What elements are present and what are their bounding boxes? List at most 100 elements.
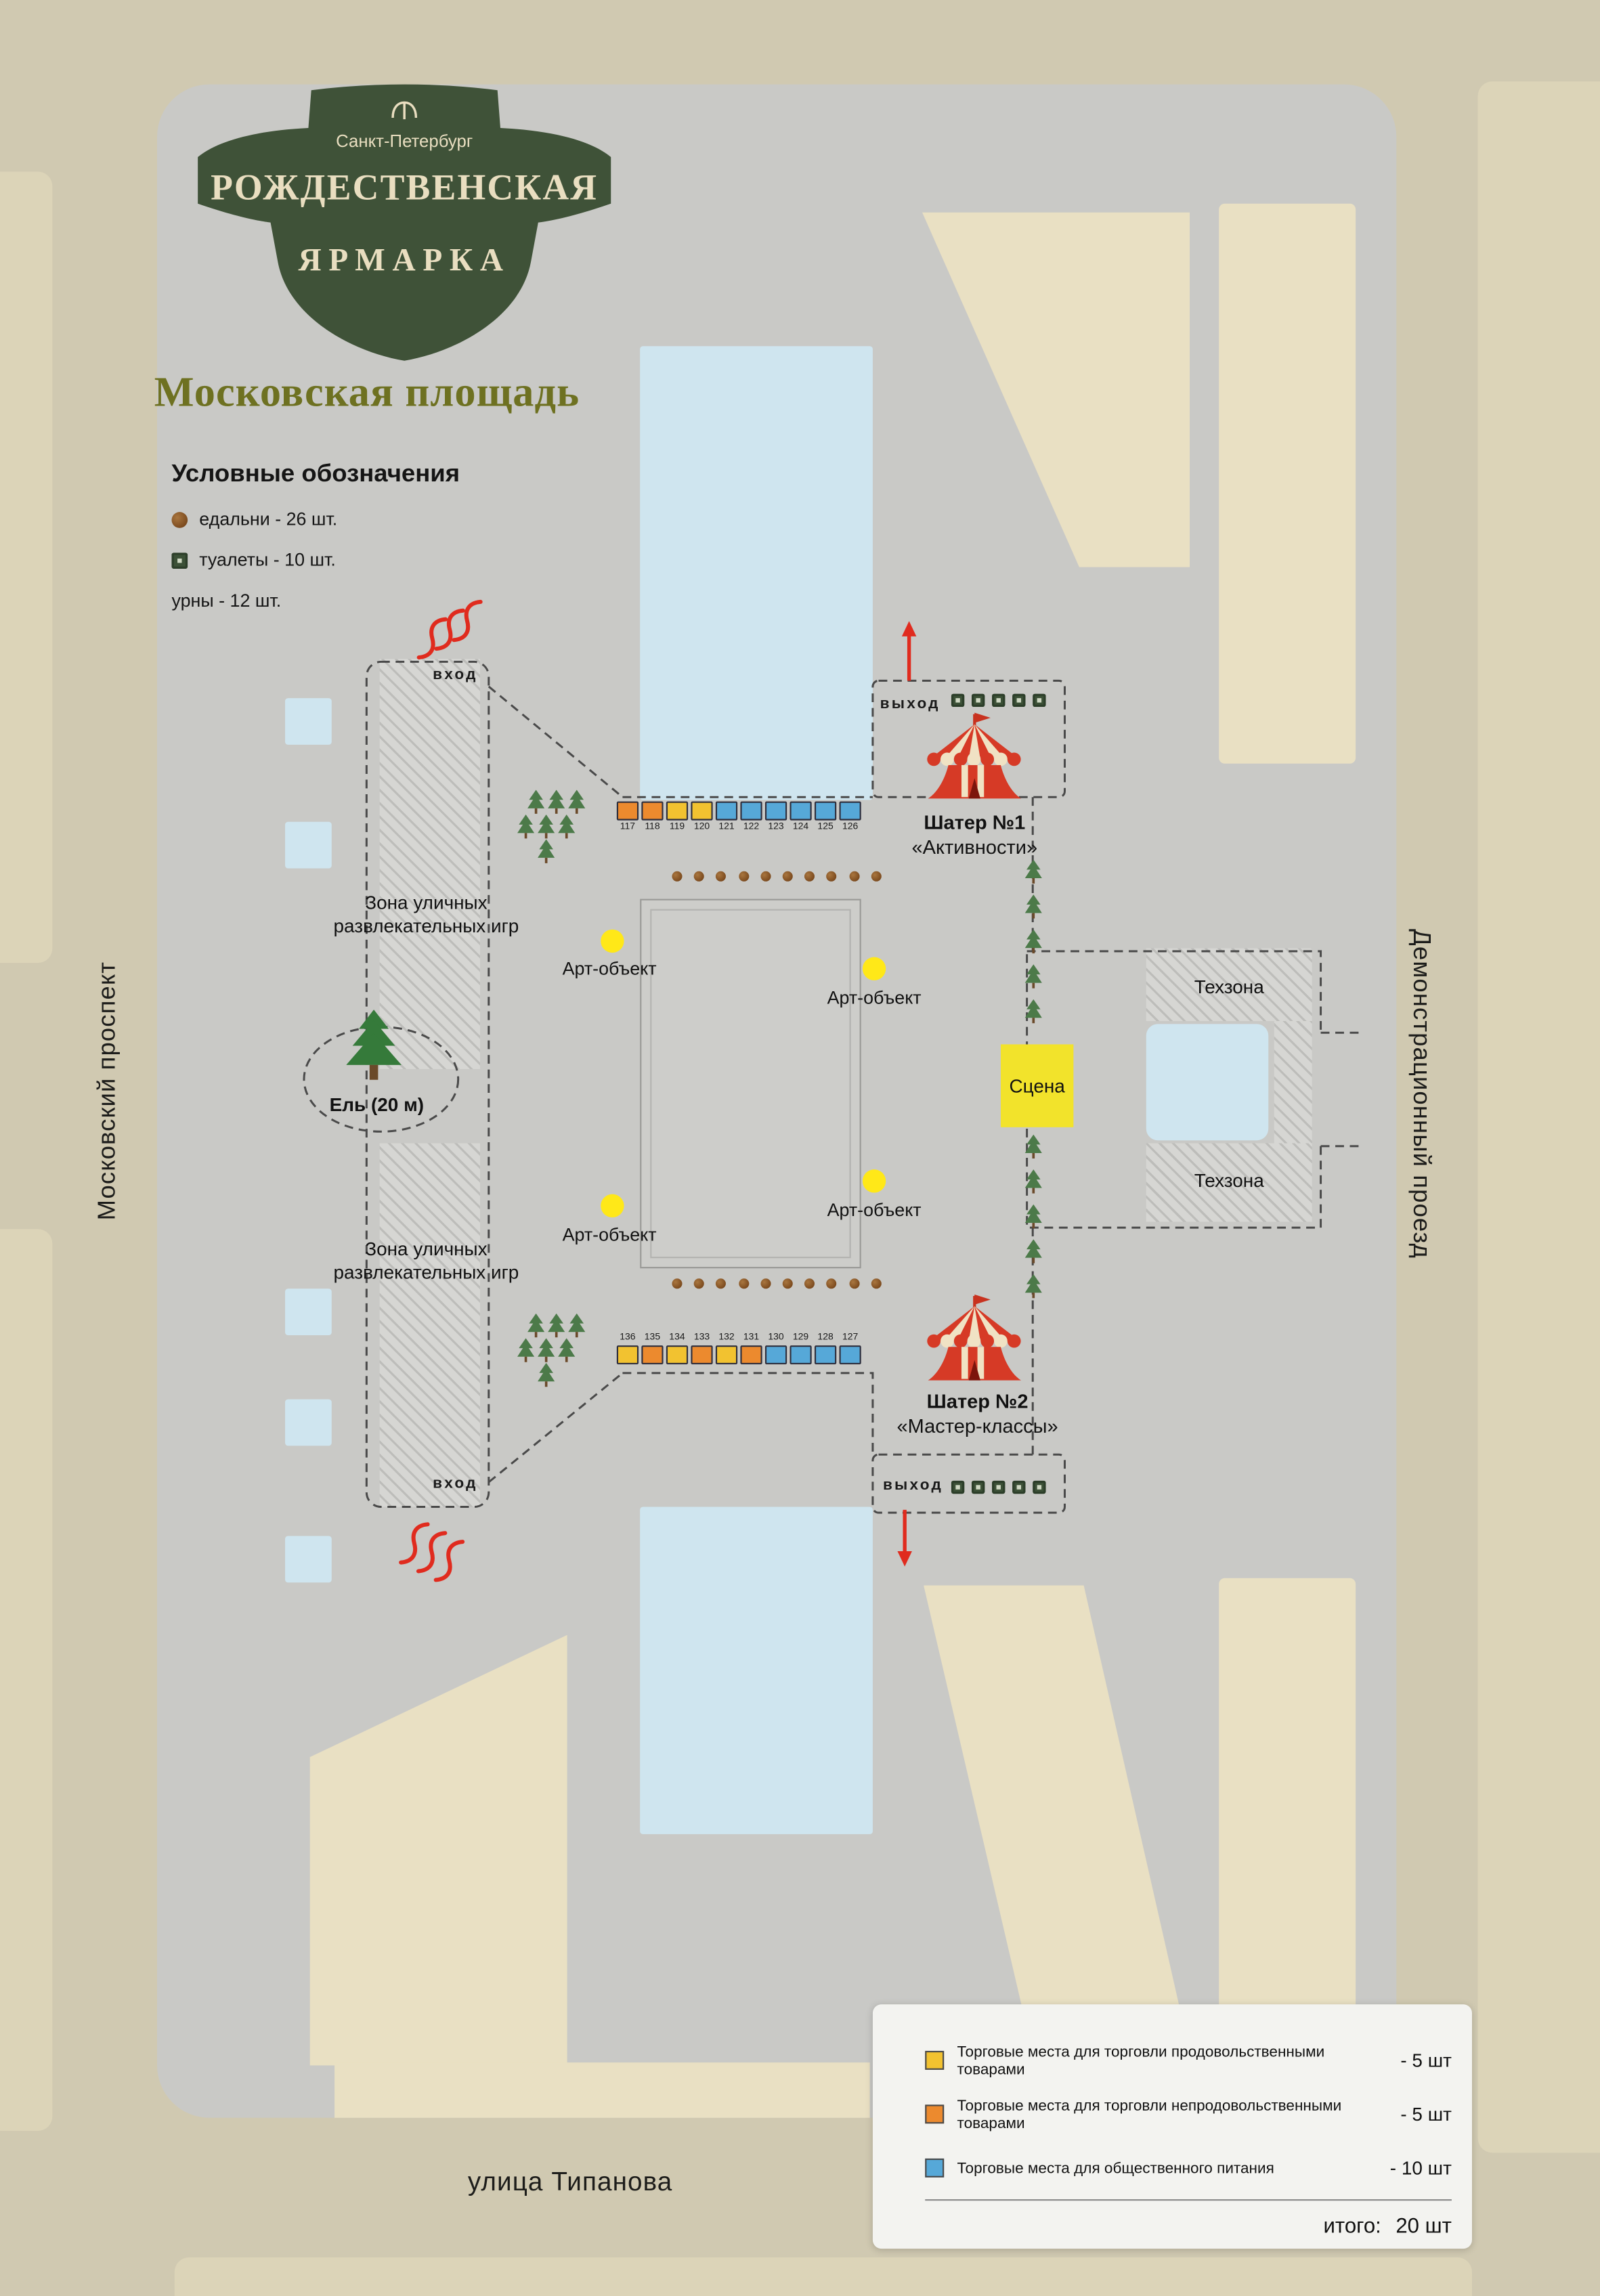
fir-tree-icon <box>547 789 566 815</box>
fir-tree-icon <box>557 814 576 840</box>
stall-square <box>715 1345 738 1365</box>
art-object-2-label: Арт-объект <box>827 987 922 1008</box>
entrance-label-top: вход <box>433 666 478 684</box>
stall-square <box>814 801 837 821</box>
stall-square <box>641 1345 664 1365</box>
trade-legend-count: - 10 шт <box>1389 2157 1452 2180</box>
entrance-flow-arrows-top <box>416 599 483 659</box>
fir-tree-icon <box>1024 929 1043 955</box>
pond-small-2 <box>285 821 332 869</box>
stall-number: 121 <box>718 821 735 832</box>
sidewalk-block-left-top <box>0 171 53 963</box>
toilet-icon <box>171 552 188 568</box>
fir-tree-icon <box>1024 1239 1043 1264</box>
tent-2-icon <box>927 1294 1022 1381</box>
pond-small-5 <box>285 1536 332 1583</box>
food-stand-icon <box>782 1278 793 1289</box>
tent-1-label-line2: «Активности» <box>911 836 1038 859</box>
divider <box>925 2199 1452 2201</box>
fir-tree-icon <box>1024 1134 1043 1160</box>
logo-badge-shape <box>198 84 611 361</box>
tech-zone-2-label: Техзона <box>1194 1169 1264 1192</box>
building-area-bottom-center <box>334 2062 870 2118</box>
stall-number: 132 <box>718 1332 735 1343</box>
stall-126: 126 <box>839 801 861 835</box>
legend-item-food-stands: едальни - 26 шт. <box>171 509 337 529</box>
trade-legend-total: итого: 20 шт <box>873 2201 1472 2238</box>
stall-number: 136 <box>620 1332 636 1343</box>
legend-item-label: урны - 12 шт. <box>171 590 282 611</box>
legend-title: Условные обозначения <box>171 459 460 488</box>
stall-number: 118 <box>645 821 660 832</box>
entrance-label-bottom: вход <box>433 1475 478 1493</box>
stall-number: 127 <box>842 1332 859 1343</box>
tent-2-label-line2: «Мастер-классы» <box>896 1415 1058 1437</box>
toilet-icon <box>951 693 965 708</box>
stall-number: 126 <box>842 821 859 832</box>
stall-number: 129 <box>792 1332 809 1343</box>
plaza-inner-outline <box>650 909 851 1259</box>
toilet-icon <box>992 1480 1006 1494</box>
toilet-icon <box>1012 693 1026 708</box>
trade-legend-label: Торговые места для общественного питания <box>957 2159 1274 2177</box>
food-stand-icon <box>848 1278 859 1289</box>
stall-123: 123 <box>764 801 787 835</box>
art-object-4 <box>601 1194 624 1218</box>
art-object-4-label: Арт-объект <box>562 1224 657 1245</box>
food-stand-icon <box>804 871 815 882</box>
fir-tree-icon <box>527 1313 546 1339</box>
fir-tree-icon <box>567 1313 586 1339</box>
food-stand-icon <box>782 871 793 882</box>
toilet-icon <box>1012 1480 1026 1494</box>
trade-legend-count: - 5 шт <box>1400 2049 1452 2072</box>
sidewalk-block-right <box>1477 81 1600 2153</box>
stall-number: 128 <box>817 1332 834 1343</box>
spruce-label: Ель (20 м) <box>329 1093 425 1116</box>
stall-136: 136 <box>616 1331 639 1365</box>
stall-square <box>666 801 689 821</box>
food-stand-icon <box>827 871 838 882</box>
stall-square <box>740 1345 762 1365</box>
fir-tree-icon <box>537 1362 556 1388</box>
pond-small-3 <box>285 1288 332 1336</box>
food-stand-icon <box>694 1278 705 1289</box>
building-area-right-bottom <box>1219 1578 1356 2066</box>
pond-right <box>1146 1024 1269 1141</box>
trade-legend-label: Торговые места для торговли непродовольс… <box>957 2096 1342 2132</box>
stall-square <box>691 801 713 821</box>
food-stand-icon <box>871 1278 882 1289</box>
stall-square <box>715 801 738 821</box>
exit-arrow-top <box>901 621 917 681</box>
stall-number: 124 <box>792 821 809 832</box>
food-stand-icon <box>760 1278 771 1289</box>
tent-1-label-line1: Шатер №1 <box>924 811 1026 833</box>
fir-tree-icon <box>1024 1204 1043 1230</box>
stall-square <box>616 1345 639 1365</box>
fir-tree-icon <box>557 1338 576 1363</box>
stage: Сцена <box>1000 1044 1074 1127</box>
stall-124: 124 <box>790 801 812 835</box>
legend-item-bins: урны - 12 шт. <box>171 590 281 611</box>
sidewalk-block-left-bottom <box>0 1229 53 2131</box>
stall-square <box>691 1345 713 1365</box>
total-value: 20 шт <box>1396 2215 1452 2239</box>
logo-city: Санкт-Петербург <box>336 132 473 151</box>
stall-134: 134 <box>666 1331 689 1365</box>
stall-color-swatch <box>925 2158 945 2178</box>
fir-tree-icon <box>537 839 556 865</box>
stall-129: 129 <box>790 1331 812 1365</box>
food-stand-icon <box>716 871 727 882</box>
fir-tree-icon <box>537 1338 556 1363</box>
stall-135: 135 <box>641 1331 664 1365</box>
food-stand-icon <box>716 1278 727 1289</box>
art-object-3 <box>862 1169 886 1193</box>
stall-number: 134 <box>669 1332 685 1343</box>
trade-legend-row: Торговые места для торговли непродовольс… <box>873 2087 1472 2141</box>
stall-130: 130 <box>764 1331 787 1365</box>
toilet-icon <box>971 1480 985 1494</box>
stall-number: 130 <box>768 1332 784 1343</box>
toilet-icon <box>951 1480 965 1494</box>
exit-arrow-bottom <box>897 1509 912 1567</box>
pond-top <box>640 346 873 800</box>
